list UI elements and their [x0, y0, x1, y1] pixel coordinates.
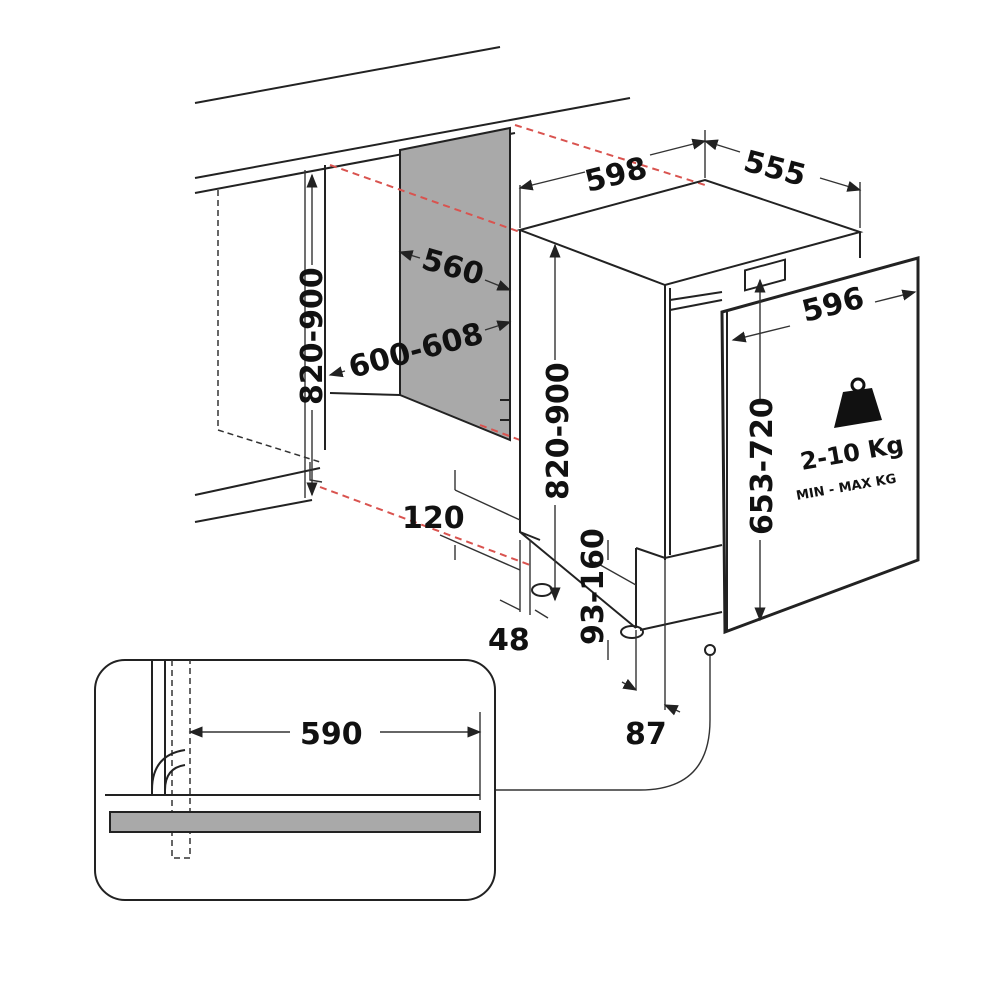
- dishwasher-body: [516, 178, 864, 639]
- door-panel-height-label: 653-720: [745, 397, 780, 535]
- weight-icon: [834, 377, 882, 428]
- plinth-height-label: 93-160: [576, 528, 611, 645]
- front-foot: [620, 625, 644, 639]
- door-panel: [720, 256, 920, 635]
- inset-detail: 590: [94, 659, 496, 901]
- dimension-lines: [306, 130, 917, 716]
- niche-back-panel: [399, 126, 511, 442]
- inset-bar: [109, 811, 481, 833]
- detail-marker: [704, 644, 716, 656]
- inset-width-label: 590: [300, 717, 363, 752]
- control-slot: [744, 258, 786, 292]
- left-cabinet: [194, 165, 401, 523]
- appliance-height-label: 820-900: [541, 362, 576, 500]
- foot-offset-label: 48: [488, 623, 530, 658]
- appliance-depth-label: 555: [740, 144, 810, 194]
- alignment-guides: [319, 124, 706, 566]
- plinth-depth-label: 120: [402, 501, 465, 536]
- niche-height-label: 820-900: [295, 267, 330, 405]
- appliance-width-label: 598: [581, 151, 650, 200]
- rear-foot: [531, 583, 553, 597]
- door-offset-label: 87: [625, 717, 667, 752]
